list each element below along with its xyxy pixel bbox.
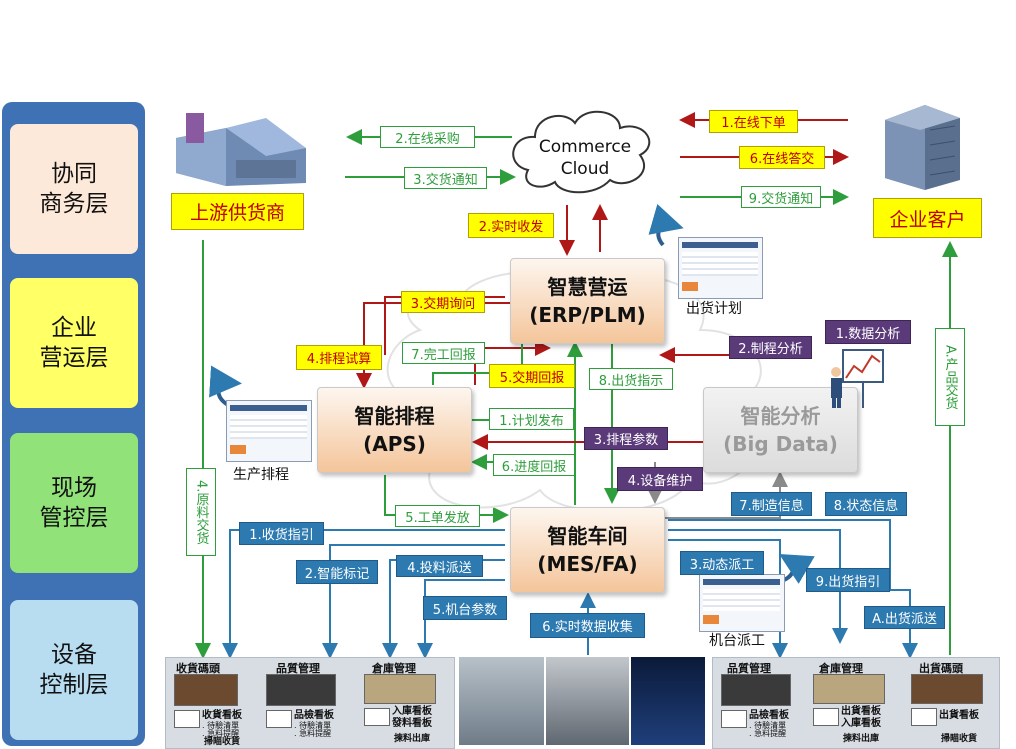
warehouse-monitor-icon-right (813, 708, 839, 726)
warehouse-board1-right: 出貨看板 (841, 706, 881, 717)
label-receiving-guide: 1.收货指引 (239, 522, 324, 545)
quality-photo-right (721, 674, 791, 706)
shipping-board: 出貨看板 (939, 710, 979, 721)
warehouse-title-left: 倉庫管理 (372, 662, 416, 675)
label-plan-release: 1.计划发布 (489, 408, 574, 430)
receiving-board: 收貨看板 (202, 710, 242, 721)
server-rack-photo (631, 657, 705, 745)
quality-board-right: 品檢看板 (749, 710, 789, 721)
label-status-info: 8.状态信息 (825, 492, 907, 516)
warehouse-photo-right (813, 674, 885, 704)
layer-device-control: 设备 控制层 (10, 600, 138, 740)
layer-column: 协同 商务层 企业 营运层 现场 管控层 设备 控制层 (2, 102, 145, 746)
label-realtime-sync: 2.实时收发 (468, 213, 554, 238)
receiving-title: 收貨碼頭 (176, 662, 220, 675)
layer-collab-business: 协同 商务层 (10, 124, 138, 254)
quality-monitor-icon-left (266, 710, 292, 728)
shipping-title: 出貨碼頭 (919, 662, 963, 675)
warehouse-board1-left: 入庫看板 (392, 706, 432, 717)
quality-photo-left (266, 674, 336, 706)
aps-system-box: 智能排程 (APS) (317, 387, 472, 473)
factory-floor-photo-1 (459, 657, 544, 745)
receiving-monitor-icon (174, 710, 200, 728)
receiving-photo (174, 674, 238, 706)
quality-title-right: 品質管理 (727, 662, 771, 675)
aps-sub: (APS) (363, 432, 426, 456)
factory-floor-photo-2 (546, 657, 629, 745)
label-progress-report: 6.进度回报 (493, 454, 575, 476)
erp-system-box: 智慧营运 (ERP/PLM) (510, 258, 665, 344)
label-ship-dispatch: A.出货派送 (864, 606, 945, 629)
prod-sched-caption: 生产排程 (233, 467, 289, 483)
label-online-order: 1.在线下单 (709, 110, 798, 133)
label-process-analysis: 2.制程分析 (729, 336, 812, 359)
machine-dispatch-screen (699, 574, 785, 632)
warehouse-footer-right: 揀料出庫 (843, 734, 880, 744)
erp-name: 智慧营运 (547, 275, 628, 299)
label-delivery-inquiry: 3.交期询问 (401, 291, 485, 313)
label-dynamic-dispatch: 3.动态派工 (680, 551, 764, 575)
label-ship-guide: 9.出货指引 (806, 568, 890, 592)
erp-sub: (ERP/PLM) (529, 303, 646, 327)
quality-board-left: 品檢看板 (294, 710, 334, 721)
label-material-dispatch: 4.投料派送 (396, 555, 483, 577)
ship-plan-caption: 出货计划 (686, 301, 742, 317)
device-panel-left: 收貨碼頭 收貨看板 . 待驗清單 . 急料提醒 掃瞄收貨 品質管理 品檢看板 .… (165, 657, 455, 749)
office-building-icon (875, 100, 967, 192)
label-product-delivery: A.产品交货 (935, 328, 965, 426)
bigdata-name: 智能分析 (740, 404, 821, 428)
label-ship-instruction: 8.出货指示 (589, 368, 673, 390)
customer-box: 企业客户 (873, 198, 982, 238)
warehouse-board2-right: 入庫看板 (841, 718, 881, 729)
cloud-line1: Commerce (538, 137, 632, 157)
label-machine-params: 5.机台参数 (423, 596, 507, 620)
label-realtime-collect: 6.实时数据收集 (530, 613, 645, 638)
label-data-analysis: 1.数据分析 (825, 320, 911, 344)
label-mfg-info: 7.制造信息 (731, 492, 812, 516)
quality-notes-right: . 待驗清單 . 急料提醒 (749, 721, 787, 738)
mes-name: 智能车间 (547, 524, 628, 548)
mes-system-box: 智能车间 (MES/FA) (510, 507, 665, 593)
label-work-order-release: 5.工单发放 (395, 505, 480, 527)
quality-title-left: 品質管理 (276, 662, 320, 675)
machine-dispatch-caption: 机台派工 (709, 633, 765, 649)
factory-icon (166, 108, 316, 188)
label-delivery-notice-a: 3.交货通知 (404, 167, 487, 189)
warehouse-footer-left: 揀料出庫 (394, 734, 431, 744)
cloud-line2: Cloud (560, 159, 610, 179)
label-material-delivery: 4.原料交货 (186, 468, 216, 556)
quality-monitor-icon-right (721, 710, 747, 728)
receiving-notes: . 待驗清單 . 急料提醒 (202, 721, 240, 738)
shipping-footer: 掃瞄收貨 (941, 734, 978, 744)
receiving-footer: 掃瞄收貨 (204, 737, 241, 747)
warehouse-photo-left (364, 674, 436, 704)
label-completion-report: 7.完工回报 (402, 342, 485, 364)
ship-plan-screen (678, 237, 763, 299)
supplier-box: 上游供货商 (171, 193, 304, 230)
label-online-purchase: 2.在线采购 (380, 126, 475, 148)
label-smart-marking: 2.智能标记 (296, 560, 378, 584)
shipping-photo (911, 674, 983, 704)
mes-sub: (MES/FA) (537, 552, 638, 576)
device-panel-right: 品質管理 品檢看板 . 待驗清單 . 急料提醒 倉庫管理 出貨看板 入庫看板 揀… (712, 657, 1000, 749)
commerce-cloud: Commerce Cloud (534, 136, 636, 180)
layer-enterprise-ops: 企业 营运层 (10, 278, 138, 408)
prod-sched-screen (226, 400, 312, 462)
shipping-monitor-icon (911, 708, 937, 726)
label-online-reply: 6.在线答交 (739, 146, 825, 169)
label-schedule-params: 3.排程参数 (584, 427, 668, 450)
label-equipment-maint: 4.设备维护 (617, 467, 703, 491)
warehouse-monitor-icon-left (364, 708, 390, 726)
warehouse-title-right: 倉庫管理 (819, 662, 863, 675)
bigdata-sub: (Big Data) (723, 432, 838, 456)
label-schedule-trial: 4.排程试算 (296, 345, 382, 370)
quality-notes-left: . 待驗清單 . 急料提醒 (294, 721, 332, 738)
label-delivery-reply: 5.交期回报 (489, 364, 575, 388)
label-delivery-notice-b: 9.交货通知 (741, 186, 821, 208)
layer-site-control: 现场 管控层 (10, 433, 138, 573)
analyst-chart-icon (828, 348, 888, 410)
aps-name: 智能排程 (354, 404, 435, 428)
warehouse-board2-left: 發料看板 (392, 718, 432, 729)
